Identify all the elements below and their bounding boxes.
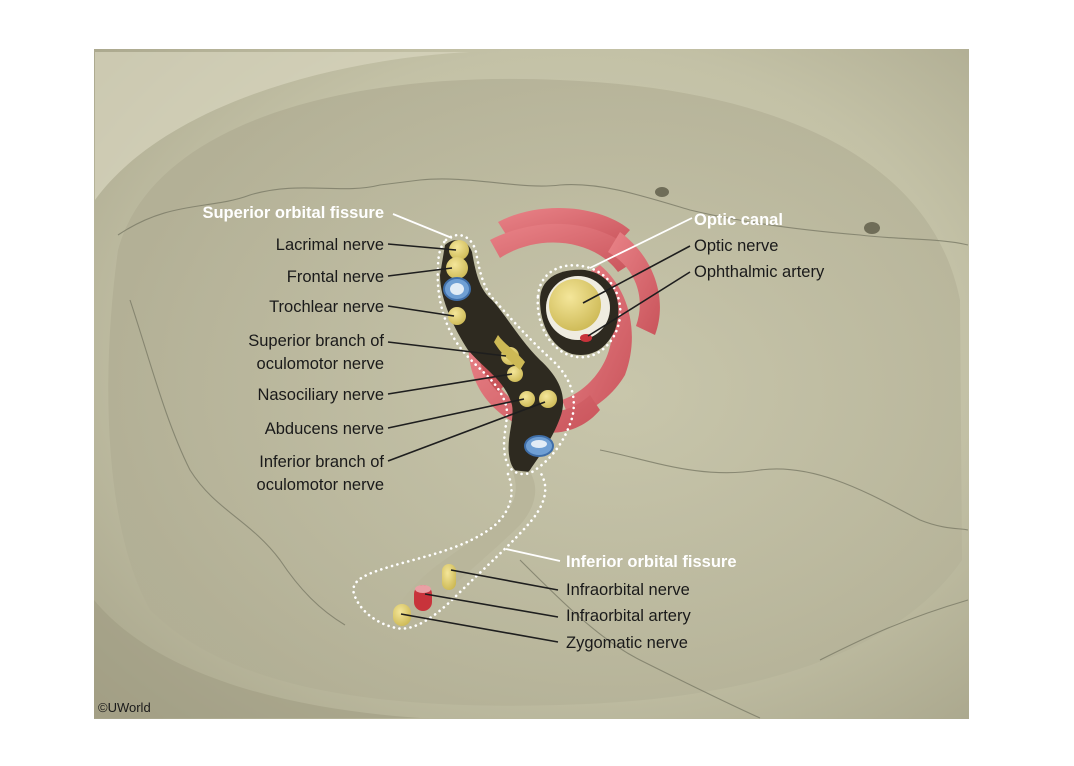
- leader-inferior-branch: [387, 401, 546, 462]
- label-lacrimal-nerve: Lacrimal nerve: [276, 236, 384, 254]
- suture-line: [819, 599, 969, 661]
- label-superior-branch-line1: Superior branch of: [248, 332, 384, 350]
- lacrimal-nerve-cross-section: [449, 240, 469, 260]
- orbital-rim-highlight: [95, 52, 470, 200]
- leader-nasociliary: [387, 373, 513, 395]
- leader-zygomatic-nerve: [400, 613, 559, 643]
- leader-optic-nerve: [582, 245, 691, 304]
- label-nasociliary-nerve: Nasociliary nerve: [257, 386, 384, 404]
- leader-infraorbital-nerve: [450, 569, 559, 591]
- label-superior-branch-line2: oculomotor nerve: [257, 355, 384, 373]
- leader-optic-canal: [589, 217, 693, 269]
- foramen-hole: [864, 222, 880, 234]
- leader-frontal: [387, 267, 453, 277]
- nasociliary-nerve-cross-section: [507, 366, 523, 382]
- superior-orbital-fissure-header: Superior orbital fissure: [202, 204, 384, 222]
- abducens-nerve-cross-section: [519, 391, 535, 407]
- leader-inferior-fissure: [505, 548, 561, 562]
- optic-canal-outline: [536, 264, 622, 359]
- leader-superior-fissure: [392, 213, 453, 239]
- trochlear-nerve-cross-section: [448, 307, 466, 325]
- leader-ophthalmic-artery: [587, 271, 691, 337]
- label-frontal-nerve: Frontal nerve: [287, 268, 384, 286]
- label-abducens-nerve: Abducens nerve: [265, 420, 384, 438]
- label-optic-nerve: Optic nerve: [694, 237, 778, 255]
- leader-infraorbital-artery: [424, 593, 559, 618]
- inferior-orbital-fissure-cavity: [396, 470, 536, 624]
- foramen-hole: [655, 187, 669, 197]
- superior-fissure-structures: [443, 240, 557, 457]
- optic-canal-header: Optic canal: [694, 211, 783, 229]
- leader-abducens: [387, 398, 525, 429]
- inferior-branch-oculomotor-cross-section: [539, 390, 557, 408]
- inferior-fissure-outline: [352, 470, 547, 630]
- copyright-text: ©UWorld: [98, 700, 151, 715]
- frontal-nerve-cross-section: [446, 257, 468, 279]
- inferior-orbital-fissure-header: Inferior orbital fissure: [566, 553, 737, 571]
- leader-trochlear: [387, 305, 455, 317]
- zygomatic-nerve-cross-section: [393, 604, 411, 626]
- label-trochlear-nerve: Trochlear nerve: [269, 298, 384, 316]
- label-infraorbital-nerve: Infraorbital nerve: [566, 581, 690, 599]
- label-infraorbital-artery: Infraorbital artery: [566, 607, 691, 625]
- label-zygomatic-nerve: Zygomatic nerve: [566, 634, 688, 652]
- suture-line: [599, 449, 969, 531]
- label-inferior-branch-line1: Inferior branch of: [259, 453, 384, 471]
- suture-line: [117, 178, 969, 246]
- superior-fissure-outline: [436, 233, 576, 476]
- label-inferior-branch-line2: oculomotor nerve: [257, 476, 384, 494]
- lower-rim-shadow: [94, 600, 420, 718]
- leader-superior-branch: [387, 341, 507, 357]
- label-ophthalmic-artery: Ophthalmic artery: [694, 263, 825, 281]
- suture-line: [129, 299, 346, 626]
- infraorbital-nerve-cross-section: [442, 564, 456, 590]
- leader-lacrimal: [387, 243, 457, 251]
- suture-line: [519, 559, 761, 719]
